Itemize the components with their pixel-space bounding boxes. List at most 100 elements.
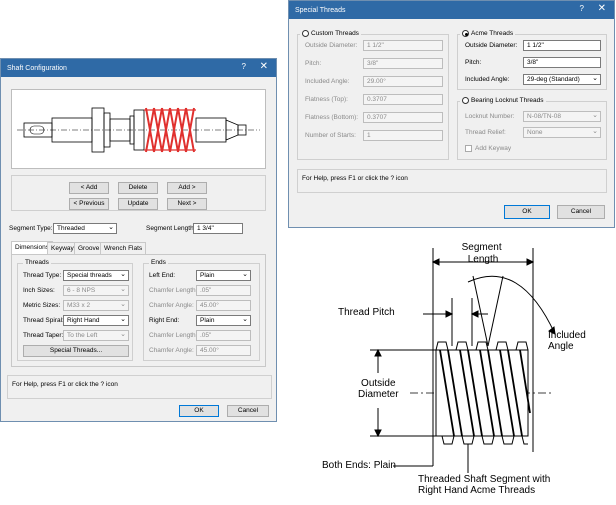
chevron-down-icon: ⌄ <box>120 286 126 293</box>
add-right-button[interactable]: Add > <box>167 182 207 194</box>
bearing-locknut-radio[interactable]: Bearing Locknut Threads <box>460 97 546 105</box>
thread-taper-value: To the Left <box>67 332 98 339</box>
chevron-down-icon: ⌄ <box>108 224 114 231</box>
locknut-number-select[interactable]: N-08/TN-08 ⌄ <box>523 111 601 122</box>
bearing-locknut-radio-indicator[interactable] <box>462 97 469 104</box>
shaft-drawing <box>17 107 260 153</box>
segment-length-text: Segment Length <box>462 242 505 265</box>
right-end-value: Plain <box>200 317 215 324</box>
chevron-down-icon: ⌄ <box>242 316 248 323</box>
metric-sizes-label: Metric Sizes: <box>23 302 61 309</box>
red-threads <box>144 107 196 153</box>
inch-sizes-select[interactable]: 6 - 8 NPS ⌄ <box>63 285 129 296</box>
thread-relief-select[interactable]: None ⌄ <box>523 127 601 138</box>
thread-spiral-value: Right Hand <box>67 317 100 324</box>
acme-threads-label: Acme Threads <box>471 30 514 38</box>
included-angle-text: Included Angle <box>548 330 586 352</box>
delete-button[interactable]: Delete <box>118 182 158 194</box>
inch-sizes-value: 6 - 8 NPS <box>67 287 96 294</box>
segment-length-line-2: Length <box>468 254 499 265</box>
right-chamfer-length-input[interactable]: .05" <box>196 330 251 341</box>
left-end-label: Left End: <box>149 272 176 279</box>
inch-sizes-label: Inch Sizes: <box>23 287 55 294</box>
special-dialog-title: Special Threads <box>295 6 346 14</box>
segment-length-label: Segment Length: <box>146 225 196 232</box>
segment-length-input[interactable]: 1 3/4" <box>193 223 243 234</box>
thread-type-label: Thread Type: <box>23 272 62 279</box>
acme-included-angle-select[interactable]: 29-deg (Standard) ⌄ <box>523 74 601 85</box>
segment-type-label: Segment Type: <box>9 225 53 232</box>
chevron-down-icon: ⌄ <box>592 112 598 119</box>
cancel-button[interactable]: Cancel <box>227 405 269 417</box>
special-dialog-titlebar: Special Threads ? ✕ <box>289 1 614 19</box>
add-keyway-check-indicator[interactable] <box>465 145 472 152</box>
help-icon[interactable]: ? <box>241 62 246 71</box>
metric-sizes-select[interactable]: M33 x 2 ⌄ <box>63 300 129 311</box>
left-chamfer-angle-input[interactable]: 45.00° <box>196 300 251 311</box>
outside-diameter-text: Outside Diameter <box>358 378 399 400</box>
help-text: For Help, press F1 or click the ? icon <box>12 381 118 388</box>
left-chamfer-angle-label: Chamfer Angle: <box>149 302 194 309</box>
custom-threads-radio-indicator[interactable] <box>302 30 309 37</box>
flatness-bottom-input[interactable]: 0.3707 <box>363 112 443 123</box>
custom-threads-radio[interactable]: Custom Threads <box>300 30 361 38</box>
thread-type-select[interactable]: Special threads ⌄ <box>63 270 129 281</box>
left-chamfer-length-label: Chamfer Length: <box>149 287 198 294</box>
right-chamfer-angle-input[interactable]: 45.00° <box>196 345 251 356</box>
acme-pitch-input[interactable]: 3/8" <box>523 57 601 68</box>
special-threads-dialog: Special Threads ? ✕ Custom Threads Outsi… <box>288 0 615 228</box>
next-button[interactable]: Next > <box>167 198 207 210</box>
chevron-down-icon: ⌄ <box>592 128 598 135</box>
thread-taper-select[interactable]: To the Left ⌄ <box>63 330 129 341</box>
acme-outside-diameter-input[interactable]: 1 1/2" <box>523 40 601 51</box>
special-cancel-button[interactable]: Cancel <box>557 205 605 219</box>
acme-threads-radio[interactable]: Acme Threads <box>460 30 516 38</box>
bearing-locknut-group: Bearing Locknut Threads <box>457 97 607 160</box>
special-help-text: For Help, press F1 or click the ? icon <box>302 175 408 182</box>
thread-spiral-select[interactable]: Right Hand ⌄ <box>63 315 129 326</box>
add-left-button[interactable]: < Add <box>69 182 109 194</box>
locknut-number-label: Locknut Number: <box>465 113 515 120</box>
acme-outside-diameter-label: Outside Diameter: <box>465 42 518 49</box>
tab-groove[interactable]: Groove <box>74 242 104 254</box>
tab-wrench-flats[interactable]: Wrench Flats <box>100 242 147 254</box>
chevron-down-icon: ⌄ <box>592 75 598 82</box>
close-icon[interactable]: ✕ <box>259 61 268 72</box>
thread-type-value: Special threads <box>67 272 112 279</box>
threaded-shaft-diagram: Segment Length <box>370 242 556 473</box>
locknut-number-value: N-08/TN-08 <box>527 113 561 120</box>
special-threads-button[interactable]: Special Threads... <box>23 345 129 357</box>
segment-type-value: Threaded <box>57 225 85 232</box>
custom-outside-diameter-input[interactable]: 1 1/2" <box>363 40 443 51</box>
segment-type-select[interactable]: Threaded ⌄ <box>53 223 117 234</box>
ok-button[interactable]: OK <box>179 405 219 417</box>
included-angle-line-2: Angle <box>548 341 574 352</box>
special-ok-button[interactable]: OK <box>504 205 550 219</box>
previous-button[interactable]: < Previous <box>69 198 109 210</box>
shaft-dialog-title: Shaft Configuration <box>7 64 67 72</box>
metric-sizes-value: M33 x 2 <box>67 302 91 309</box>
number-of-starts-input[interactable]: 1 <box>363 130 443 141</box>
chevron-down-icon: ⌄ <box>120 331 126 338</box>
thread-taper-label: Thread Taper: <box>23 332 64 339</box>
caption-line-1: Threaded Shaft Segment with <box>418 474 551 485</box>
help-icon[interactable]: ? <box>579 4 584 13</box>
acme-threads-radio-indicator[interactable] <box>462 30 469 37</box>
caption-line-2: Right Hand Acme Threads <box>418 485 536 496</box>
add-keyway-label: Add Keyway <box>475 145 512 153</box>
ends-group-label: Ends <box>149 259 168 266</box>
right-end-select[interactable]: Plain ⌄ <box>196 315 251 326</box>
right-end-label: Right End: <box>149 317 180 324</box>
update-button[interactable]: Update <box>118 198 158 210</box>
custom-pitch-input[interactable]: 3/8" <box>363 58 443 69</box>
left-chamfer-length-input[interactable]: .05" <box>196 285 251 296</box>
custom-included-angle-input[interactable]: 29.00° <box>363 76 443 87</box>
right-chamfer-angle-label: Chamfer Angle: <box>149 347 194 354</box>
left-end-select[interactable]: Plain ⌄ <box>196 270 251 281</box>
close-icon[interactable]: ✕ <box>597 3 606 14</box>
included-angle-line-1: Included <box>548 330 586 341</box>
add-keyway-checkbox[interactable]: Add Keyway <box>465 145 511 152</box>
shaft-configuration-dialog: Shaft Configuration ? ✕ < Add Del <box>0 58 277 422</box>
flatness-top-input[interactable]: 0.3707 <box>363 94 443 105</box>
custom-threads-label: Custom Threads <box>311 30 359 38</box>
